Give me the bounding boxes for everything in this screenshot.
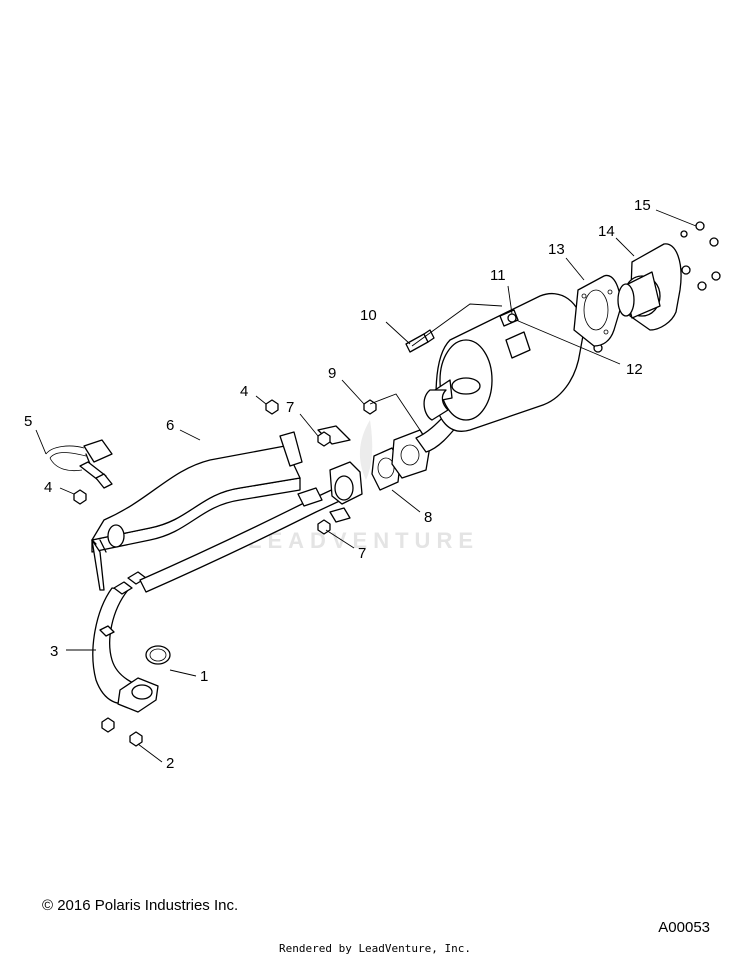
heat-shield (91, 431, 303, 591)
callout-12: 12 (626, 361, 643, 378)
callout-4-left: 4 (44, 479, 52, 496)
muffler (423, 292, 585, 432)
callout-14: 14 (598, 223, 615, 240)
bolt-9 (363, 399, 377, 415)
bolt-upper (265, 399, 279, 415)
callout-10: 10 (360, 307, 377, 324)
outlet-gasket (573, 274, 621, 347)
spark-arrestor (617, 243, 682, 331)
outlet-screws (680, 221, 721, 291)
rendered-by-text: Rendered by LeadVenture, Inc. (278, 942, 472, 955)
callout-2: 2 (166, 755, 174, 772)
callout-11: 11 (490, 267, 506, 284)
callout-labels: 1 2 3 4 4 5 6 7 7 8 9 10 11 12 13 14 15 (24, 197, 651, 772)
bolt-7-upper (317, 431, 331, 447)
callout-7-upper: 7 (286, 399, 294, 416)
callout-13: 13 (548, 241, 565, 258)
callout-15: 15 (634, 197, 651, 214)
head-pipe (92, 571, 159, 713)
watermark: LEADVENTURE (248, 528, 479, 553)
oxygen-sensor (45, 439, 113, 489)
bolt-left (73, 489, 87, 505)
callout-5: 5 (24, 413, 32, 430)
flange-nuts (101, 717, 143, 747)
copyright-text: © 2016 Polaris Industries Inc. (42, 897, 239, 914)
watermark-flame-icon (359, 420, 373, 480)
leader-lines (35, 209, 697, 763)
callout-3: 3 (50, 643, 58, 660)
callout-7-lower: 7 (358, 545, 366, 562)
mid-pipe (139, 425, 363, 593)
diagram-code: A00053 (658, 919, 710, 936)
gasket-ring (145, 645, 171, 665)
callout-8: 8 (424, 509, 432, 526)
callout-6: 6 (166, 417, 174, 434)
callout-1: 1 (200, 668, 208, 685)
callout-9: 9 (328, 365, 336, 382)
callout-4-upper: 4 (240, 383, 248, 400)
